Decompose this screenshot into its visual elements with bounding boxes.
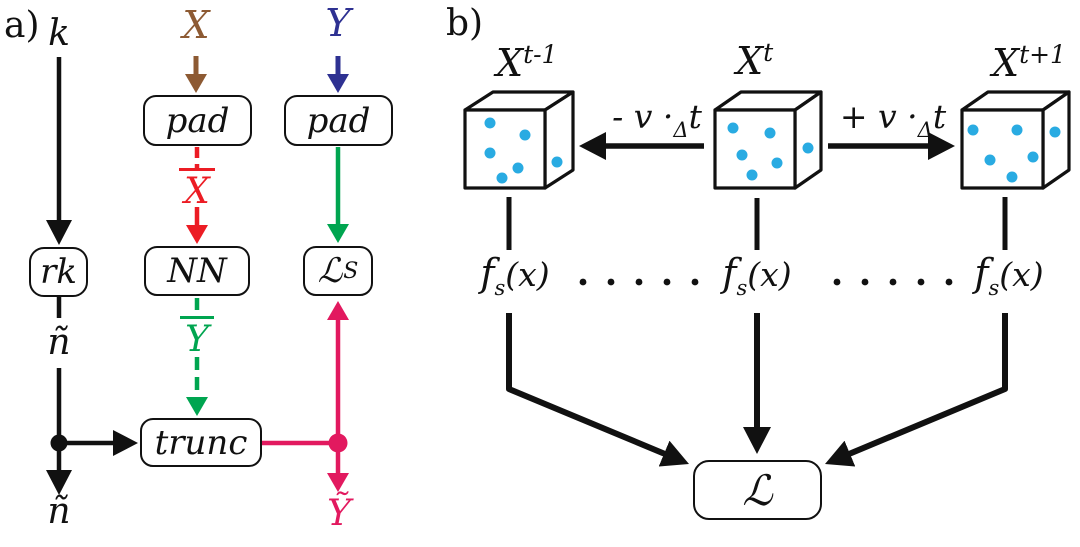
cube-right-face [543, 90, 575, 190]
f-argument: (x) [999, 255, 1044, 294]
arrow-f3-to-loss [825, 313, 1008, 467]
node-pad-x: pad [143, 95, 252, 146]
label-x-bar: X [176, 168, 218, 210]
shift-left-delta: Δ [673, 118, 689, 142]
loss-symbol: ℒ [742, 465, 773, 515]
junction-dot-black [50, 434, 68, 452]
label-shift-right: + v ·Δt [834, 100, 952, 141]
panel-b-tag: b) [446, 3, 484, 44]
shift-right-prefix: + v · [839, 97, 918, 136]
x-base: X [736, 39, 764, 83]
dotted-separator-right [833, 278, 953, 286]
particles-x-t-minus-1 [484, 117, 563, 184]
cube-x-t-plus-1 [960, 90, 1071, 190]
node-nn: NN [144, 246, 250, 296]
node-pad-y-label: pad [306, 100, 371, 141]
label-k: k [48, 13, 70, 54]
junction-dot-pink [328, 433, 348, 453]
shift-left-prefix: - v · [612, 97, 674, 136]
label-f-s-x-left: fs(x) [473, 254, 557, 299]
label-x-t-minus-1: Xt-1 [496, 41, 557, 85]
f-symbol: f [974, 251, 989, 295]
label-n-tilde-out: ñ [47, 491, 71, 532]
f-subscript: s [494, 276, 506, 300]
shift-right-suffix: t [932, 97, 947, 136]
f-symbol: f [480, 251, 495, 295]
label-f-s-x-mid: fs(x) [715, 254, 799, 299]
node-nn-label: NN [167, 251, 227, 291]
label-x-t: Xt [736, 39, 773, 83]
node-trunc-label: trunc [154, 422, 248, 463]
cube-x-t-minus-1 [463, 90, 575, 190]
shift-left-suffix: t [688, 97, 702, 136]
f-argument: (x) [505, 255, 550, 294]
dotted-separator-left [579, 278, 699, 286]
label-y-input: Y [325, 1, 351, 45]
x-exponent: t-1 [523, 40, 558, 69]
x-base: X [496, 41, 524, 85]
node-rk-label: rk [40, 252, 77, 292]
loss-s-symbol: ℒ [317, 251, 343, 291]
panel-a-tag: a) [4, 5, 40, 46]
label-x-t-plus-1: Xt+1 [992, 41, 1066, 85]
label-shift-left: - v ·Δt [598, 100, 716, 141]
node-trunc: trunc [140, 418, 262, 467]
loss-s-subscript: S [343, 258, 359, 284]
arrow-f1-to-loss [506, 313, 689, 467]
cube-right-face [1041, 90, 1071, 190]
x-exponent: t+1 [1019, 40, 1066, 69]
cube-front-face [960, 108, 1045, 190]
particles-x-t [727, 122, 814, 181]
node-pad-y: pad [284, 95, 393, 146]
f-argument: (x) [747, 255, 792, 294]
f-subscript: s [736, 276, 748, 300]
particles-x-t-plus-1 [967, 124, 1061, 183]
node-loss: ℒ [693, 460, 822, 520]
x-bar-text: X [179, 168, 215, 210]
f-symbol: f [722, 251, 737, 295]
y-bar-text: Y [180, 316, 214, 358]
cube-x-t [713, 90, 823, 190]
label-y-tilde: Ỹ [327, 493, 351, 534]
cube-right-face [793, 90, 823, 190]
x-base: X [992, 41, 1020, 85]
shift-right-delta: Δ [917, 118, 933, 142]
label-y-bar: Y [176, 316, 218, 358]
label-f-s-x-right: fs(x) [967, 254, 1051, 299]
label-n-tilde-mid: ñ [47, 322, 71, 363]
node-pad-x-label: pad [165, 100, 230, 141]
f-subscript: s [988, 276, 1000, 300]
x-exponent: t [763, 38, 774, 67]
node-rk: rk [29, 247, 88, 297]
label-x-input: X [182, 3, 210, 47]
